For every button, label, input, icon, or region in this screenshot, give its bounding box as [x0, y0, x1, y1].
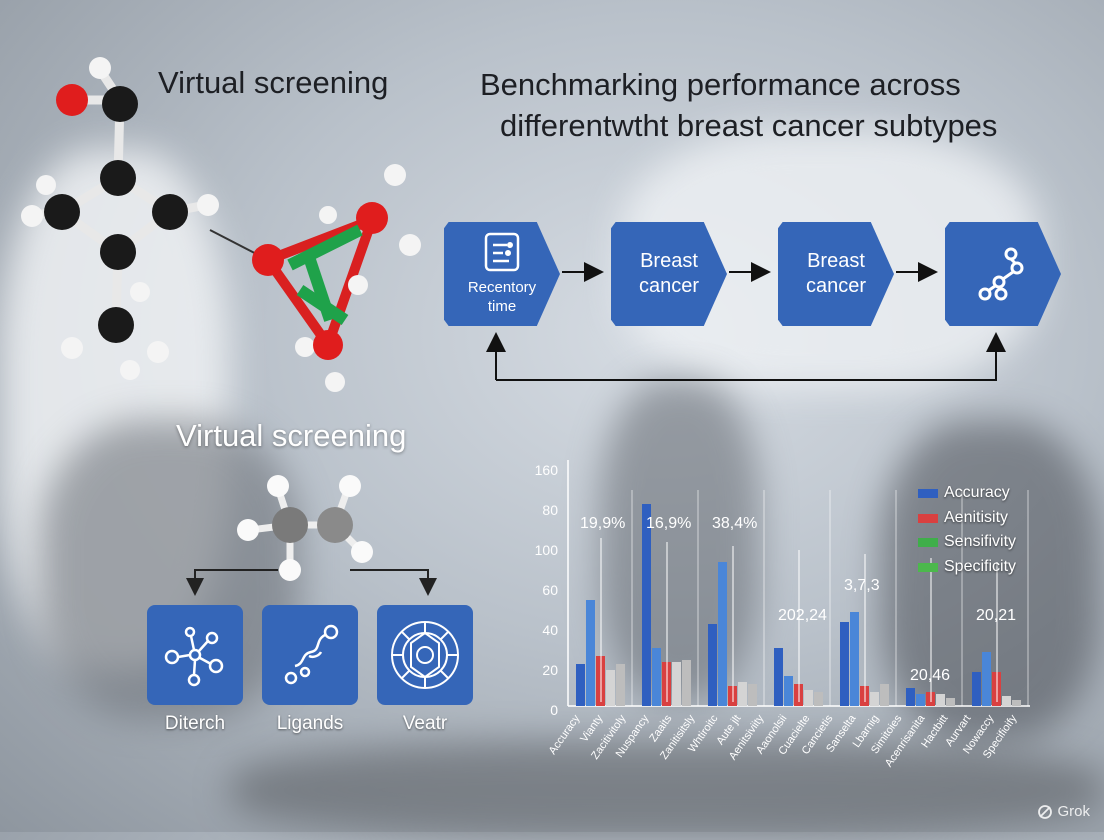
bar — [616, 664, 625, 706]
flow-box-label: Recentory time — [467, 279, 537, 315]
annotation-label: 3,7,3 — [844, 577, 880, 594]
tile-label-diterch: Diterch — [164, 713, 226, 734]
bar — [972, 672, 981, 706]
bar — [718, 562, 727, 706]
legend-swatch — [918, 537, 938, 547]
title-benchmarking-line2: differentwtht breast cancer subtypes — [500, 108, 998, 143]
grok-logo-icon — [1038, 804, 1053, 819]
tile-label-ligands: Ligands — [276, 713, 344, 734]
y-tick-label: 160 — [535, 462, 559, 478]
molecule-nodes-icon — [978, 247, 1024, 301]
bar — [870, 692, 879, 706]
watermark-text: Grok — [1057, 803, 1090, 820]
bar — [840, 622, 849, 706]
bar — [814, 692, 823, 706]
tile-ligands — [262, 605, 358, 705]
flow-box-receptory-time: Recentory time — [444, 222, 560, 326]
bar — [1012, 700, 1021, 706]
legend-aenitisity: Aenitisity — [918, 509, 1008, 527]
bar — [606, 670, 615, 706]
grok-watermark: Grok — [1037, 803, 1090, 820]
tile-veatr — [377, 605, 473, 705]
legend-sensifivity: Sensifivity — [918, 533, 1016, 551]
bar — [850, 612, 859, 706]
fullerene-icon — [391, 621, 459, 689]
title-virtual-screening-mid: Virtual screening — [176, 418, 407, 453]
bar — [642, 504, 651, 706]
y-tick-label: 20 — [542, 662, 558, 678]
bar — [982, 652, 991, 706]
title-benchmarking-line1: Benchmarking performance across — [480, 67, 961, 102]
flow-box-molecule — [945, 222, 1061, 326]
y-tick-label: 60 — [542, 582, 558, 598]
branched-molecule-icon — [164, 626, 224, 687]
legend-label: Specificity — [944, 558, 1017, 575]
bar — [936, 694, 945, 706]
legend-label: Accuracy — [944, 484, 1010, 501]
bar — [672, 662, 681, 706]
tile-diterch — [147, 605, 243, 705]
legend-label: Sensifivity — [944, 533, 1017, 550]
y-tick-label: 80 — [542, 502, 558, 518]
ethane-molecule-illustration — [186, 475, 437, 596]
x-tick-label: Accuracy — [547, 712, 583, 756]
annotation-label: 20,46 — [910, 667, 950, 684]
bar — [880, 684, 889, 706]
bar — [916, 694, 925, 706]
bar — [906, 688, 915, 706]
annotation-label: 20,21 — [976, 607, 1016, 624]
legend-swatch — [918, 562, 938, 572]
legend-swatch — [918, 513, 938, 523]
bar — [946, 698, 955, 706]
bar — [1002, 696, 1011, 706]
annotation-label: 202,24 — [778, 607, 827, 624]
flow-box-label: Breast cancer — [805, 250, 867, 297]
bar — [682, 660, 691, 706]
annotation-label: 19,9% — [580, 515, 625, 532]
title-virtual-screening-top: Virtual screening — [158, 65, 389, 100]
legend-accuracy: Accuracy — [918, 484, 1010, 502]
annotation-label: 38,4% — [712, 515, 757, 532]
bar — [652, 648, 661, 706]
bar — [738, 682, 747, 706]
bar — [784, 676, 793, 706]
bar — [586, 600, 595, 706]
bar — [774, 648, 783, 706]
receptor-chart-icon — [484, 233, 520, 272]
y-tick-label: 100 — [535, 542, 559, 558]
molecule-illustration-top — [21, 57, 421, 392]
legend-label: Aenitisity — [944, 509, 1009, 526]
legend-specificity: Specificity — [918, 558, 1016, 576]
legend-swatch — [918, 488, 938, 498]
flow-box-breast-cancer-1: Breast cancer — [611, 222, 727, 326]
bar — [804, 690, 813, 706]
benchmark-bar-chart: 160 80 100 60 40 20 0 19,9% 16,9% 38,4% 202,24 3,7,… — [535, 460, 1030, 769]
bar — [576, 664, 585, 706]
tile-label-veatr: Veatr — [402, 713, 448, 734]
bar — [748, 684, 757, 706]
bar — [708, 624, 717, 706]
y-tick-label: 0 — [550, 702, 558, 718]
annotation-label: 16,9% — [646, 515, 691, 532]
flow-box-label: Breast cancer — [638, 250, 700, 297]
y-tick-label: 40 — [542, 622, 558, 638]
flow-arrows — [486, 262, 1006, 381]
flow-box-breast-cancer-2: Breast cancer — [778, 222, 894, 326]
ligand-chain-icon — [284, 624, 339, 685]
